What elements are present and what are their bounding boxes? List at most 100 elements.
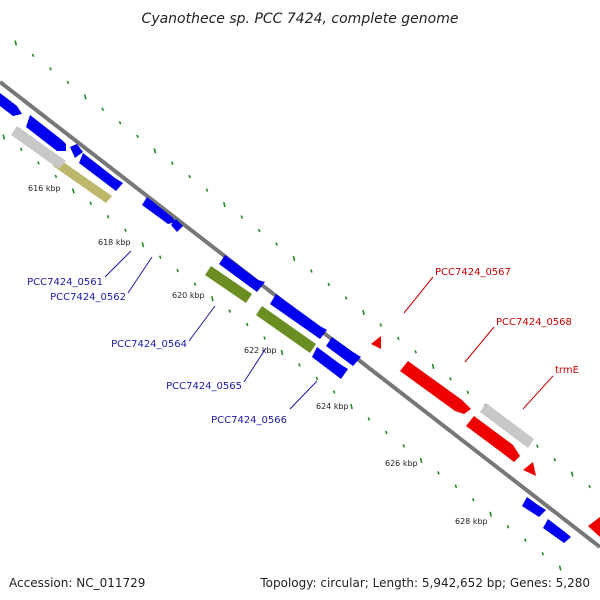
- reverse-leaders: [403, 276, 554, 410]
- tick-label: 618 kbp: [98, 238, 131, 247]
- tick-label: 626 kbp: [385, 459, 418, 468]
- gc-tick: [362, 309, 365, 316]
- gc-tick: [558, 565, 562, 571]
- gene-label[interactable]: PCC7424_0568: [496, 317, 572, 328]
- feature-forward[interactable]: [79, 153, 123, 191]
- feature-forward[interactable]: [312, 347, 348, 379]
- gc-tick: [419, 457, 423, 463]
- feature-forward[interactable]: [0, 93, 22, 116]
- gene-label[interactable]: PCC7424_0565: [166, 381, 242, 392]
- gc-tick: [223, 202, 226, 208]
- feature-reverse[interactable]: [523, 462, 536, 476]
- gc-tick: [106, 214, 110, 219]
- gc-tick: [19, 147, 23, 152]
- gc-tick: [384, 430, 388, 435]
- gc-tick: [257, 228, 261, 233]
- gc-tick: [466, 390, 470, 395]
- genome-summary: Topology: circular; Length: 5,942,652 bp…: [259, 576, 590, 590]
- gene-label[interactable]: PCC7424_0566: [211, 415, 287, 426]
- ruler-ticks: 616 kbp 618 kbp 620 kbp 622 kbp 624 kbp …: [28, 184, 488, 526]
- gc-tick: [524, 538, 527, 542]
- feature-forward[interactable]: [219, 255, 265, 292]
- gc-tick: [471, 497, 475, 502]
- gc-tick: [541, 551, 545, 556]
- gc-tick: [240, 215, 244, 219]
- feature-rna[interactable]: [11, 126, 66, 169]
- gene-label[interactable]: PCC7424_0561: [27, 277, 103, 288]
- gc-tick: [124, 228, 127, 233]
- gc-tick: [332, 390, 336, 394]
- gene-label[interactable]: PCC7424_0564: [111, 339, 187, 350]
- feature-forward[interactable]: [543, 519, 571, 543]
- gc-tick: [588, 484, 591, 489]
- forward-features: [0, 93, 571, 543]
- gc-tick: [37, 161, 40, 165]
- gc-tick: [280, 349, 284, 356]
- gc-tick: [153, 148, 157, 154]
- gene-labels: PCC7424_0561 PCC7424_0562 PCC7424_0564 P…: [27, 267, 579, 426]
- feature-forward[interactable]: [70, 144, 83, 158]
- gc-tick: [170, 161, 174, 165]
- gc-tick: [431, 363, 435, 369]
- feature-forward[interactable]: [522, 497, 546, 517]
- gc-tick: [536, 444, 539, 448]
- feature-reverse[interactable]: [371, 336, 381, 349]
- feature-forward[interactable]: [26, 115, 66, 151]
- gc-tick: [118, 120, 122, 125]
- gc-tick: [379, 323, 383, 327]
- accession-label: Accession: NC_011729: [9, 576, 145, 590]
- gc-tick: [402, 444, 406, 448]
- gc-tick: [298, 363, 301, 367]
- gc-tick: [292, 255, 296, 262]
- gc-tick: [315, 376, 319, 381]
- gc-tick: [193, 282, 197, 286]
- feature-olive[interactable]: [256, 306, 316, 353]
- feature-reverse[interactable]: [466, 416, 520, 462]
- gc-tick: [350, 403, 353, 410]
- feature-forward[interactable]: [326, 337, 361, 366]
- feature-forward[interactable]: [270, 294, 327, 339]
- gc-tick: [228, 309, 232, 313]
- gc-tick: [454, 484, 458, 489]
- gc-tick: [344, 296, 348, 300]
- gc-tick: [396, 336, 400, 341]
- tick-label: 624 kbp: [316, 402, 349, 411]
- gc-tick: [489, 511, 492, 517]
- feature-forward[interactable]: [142, 197, 176, 224]
- feature-rna[interactable]: [480, 403, 534, 448]
- gc-content-track: [2, 40, 591, 571]
- gc-tick: [54, 174, 58, 179]
- gene-label[interactable]: PCC7424_0562: [50, 292, 126, 303]
- gc-tick: [553, 457, 557, 462]
- gc-tick: [66, 80, 70, 85]
- gc-tick: [71, 188, 75, 194]
- gc-tick: [245, 322, 249, 327]
- gc-tick: [101, 107, 105, 112]
- gene-label[interactable]: PCC7424_0567: [435, 267, 511, 278]
- feature-reverse[interactable]: [588, 517, 600, 537]
- gc-tick: [176, 268, 179, 273]
- gc-tick: [83, 94, 87, 100]
- gene-label[interactable]: trmE: [555, 365, 579, 376]
- gc-tick: [414, 350, 418, 354]
- tick-label: 616 kbp: [28, 184, 61, 193]
- gc-tick: [211, 296, 214, 302]
- gc-tick: [158, 255, 162, 259]
- tick-label: 622 kbp: [244, 346, 277, 355]
- feature-reverse[interactable]: [400, 361, 471, 414]
- feature-olive[interactable]: [205, 266, 252, 303]
- feature-forward[interactable]: [171, 219, 183, 232]
- feature-khaki[interactable]: [53, 159, 112, 203]
- gc-tick: [327, 282, 331, 287]
- gc-tick: [506, 524, 510, 529]
- reverse-features: [371, 336, 600, 537]
- gc-tick: [136, 134, 139, 139]
- gc-tick: [14, 40, 18, 46]
- gc-tick: [449, 377, 452, 381]
- gc-tick: [205, 188, 209, 192]
- gc-tick: [188, 174, 191, 179]
- gc-tick: [31, 53, 35, 58]
- gc-tick: [89, 201, 93, 206]
